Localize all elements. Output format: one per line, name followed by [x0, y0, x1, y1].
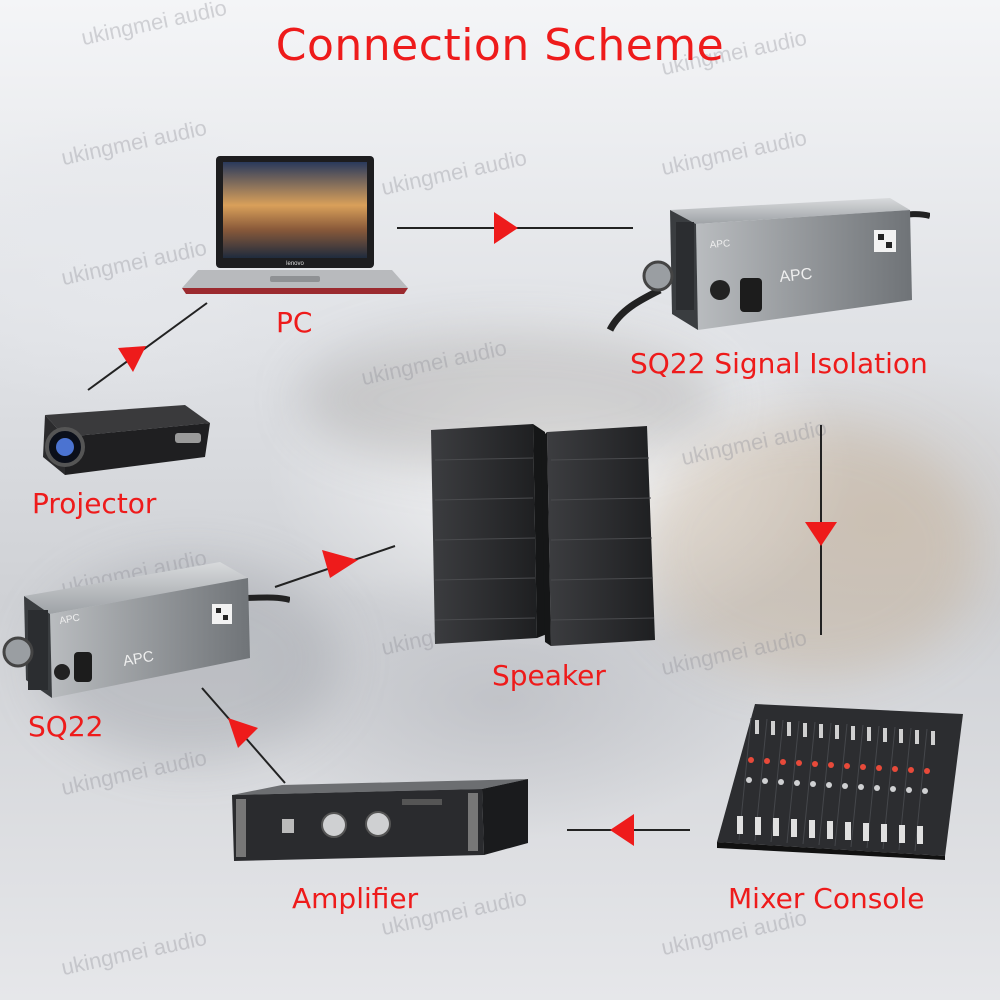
- speaker-icon: [431, 424, 655, 646]
- mixer-channel-strip: [786, 720, 800, 844]
- mixer-channel-strip: [850, 724, 864, 848]
- device-brand: APC: [122, 648, 155, 670]
- sq22-box-icon: APC APC: [2, 562, 290, 698]
- arrow-head: [118, 346, 146, 372]
- projector-icon: [43, 405, 210, 475]
- label-sq22: SQ22: [28, 710, 104, 743]
- arrow-head: [228, 718, 258, 748]
- background-blur: [640, 420, 980, 680]
- arrow-pc-to-projector-line: [87, 302, 208, 391]
- label-projector: Projector: [32, 487, 157, 520]
- label-pc: PC: [276, 306, 313, 339]
- device-brand: APC: [779, 266, 814, 286]
- mixer-console-icon: [717, 704, 963, 860]
- mixer-channel-strip: [802, 721, 816, 845]
- label-amplifier: Amplifier: [292, 882, 419, 915]
- amplifier-icon: [232, 779, 528, 861]
- arrow-head: [322, 550, 358, 578]
- laptop-icon: lenovo: [182, 156, 408, 294]
- arrow-head: [494, 212, 518, 244]
- device-brand: APC: [59, 613, 81, 627]
- isolation-box-icon: APC APC: [606, 198, 930, 332]
- label-mixer: Mixer Console: [728, 882, 925, 915]
- mixer-channel-strip: [834, 723, 848, 847]
- arrow-head: [805, 522, 837, 546]
- device-brand: APC: [709, 238, 730, 251]
- mixer-channel-strip: [818, 722, 832, 846]
- label-isolation: SQ22 Signal Isolation: [630, 347, 928, 380]
- label-speaker: Speaker: [492, 659, 606, 692]
- page-title: Connection Scheme: [275, 20, 725, 71]
- laptop-brand: lenovo: [286, 261, 304, 267]
- arrow-head: [610, 814, 634, 846]
